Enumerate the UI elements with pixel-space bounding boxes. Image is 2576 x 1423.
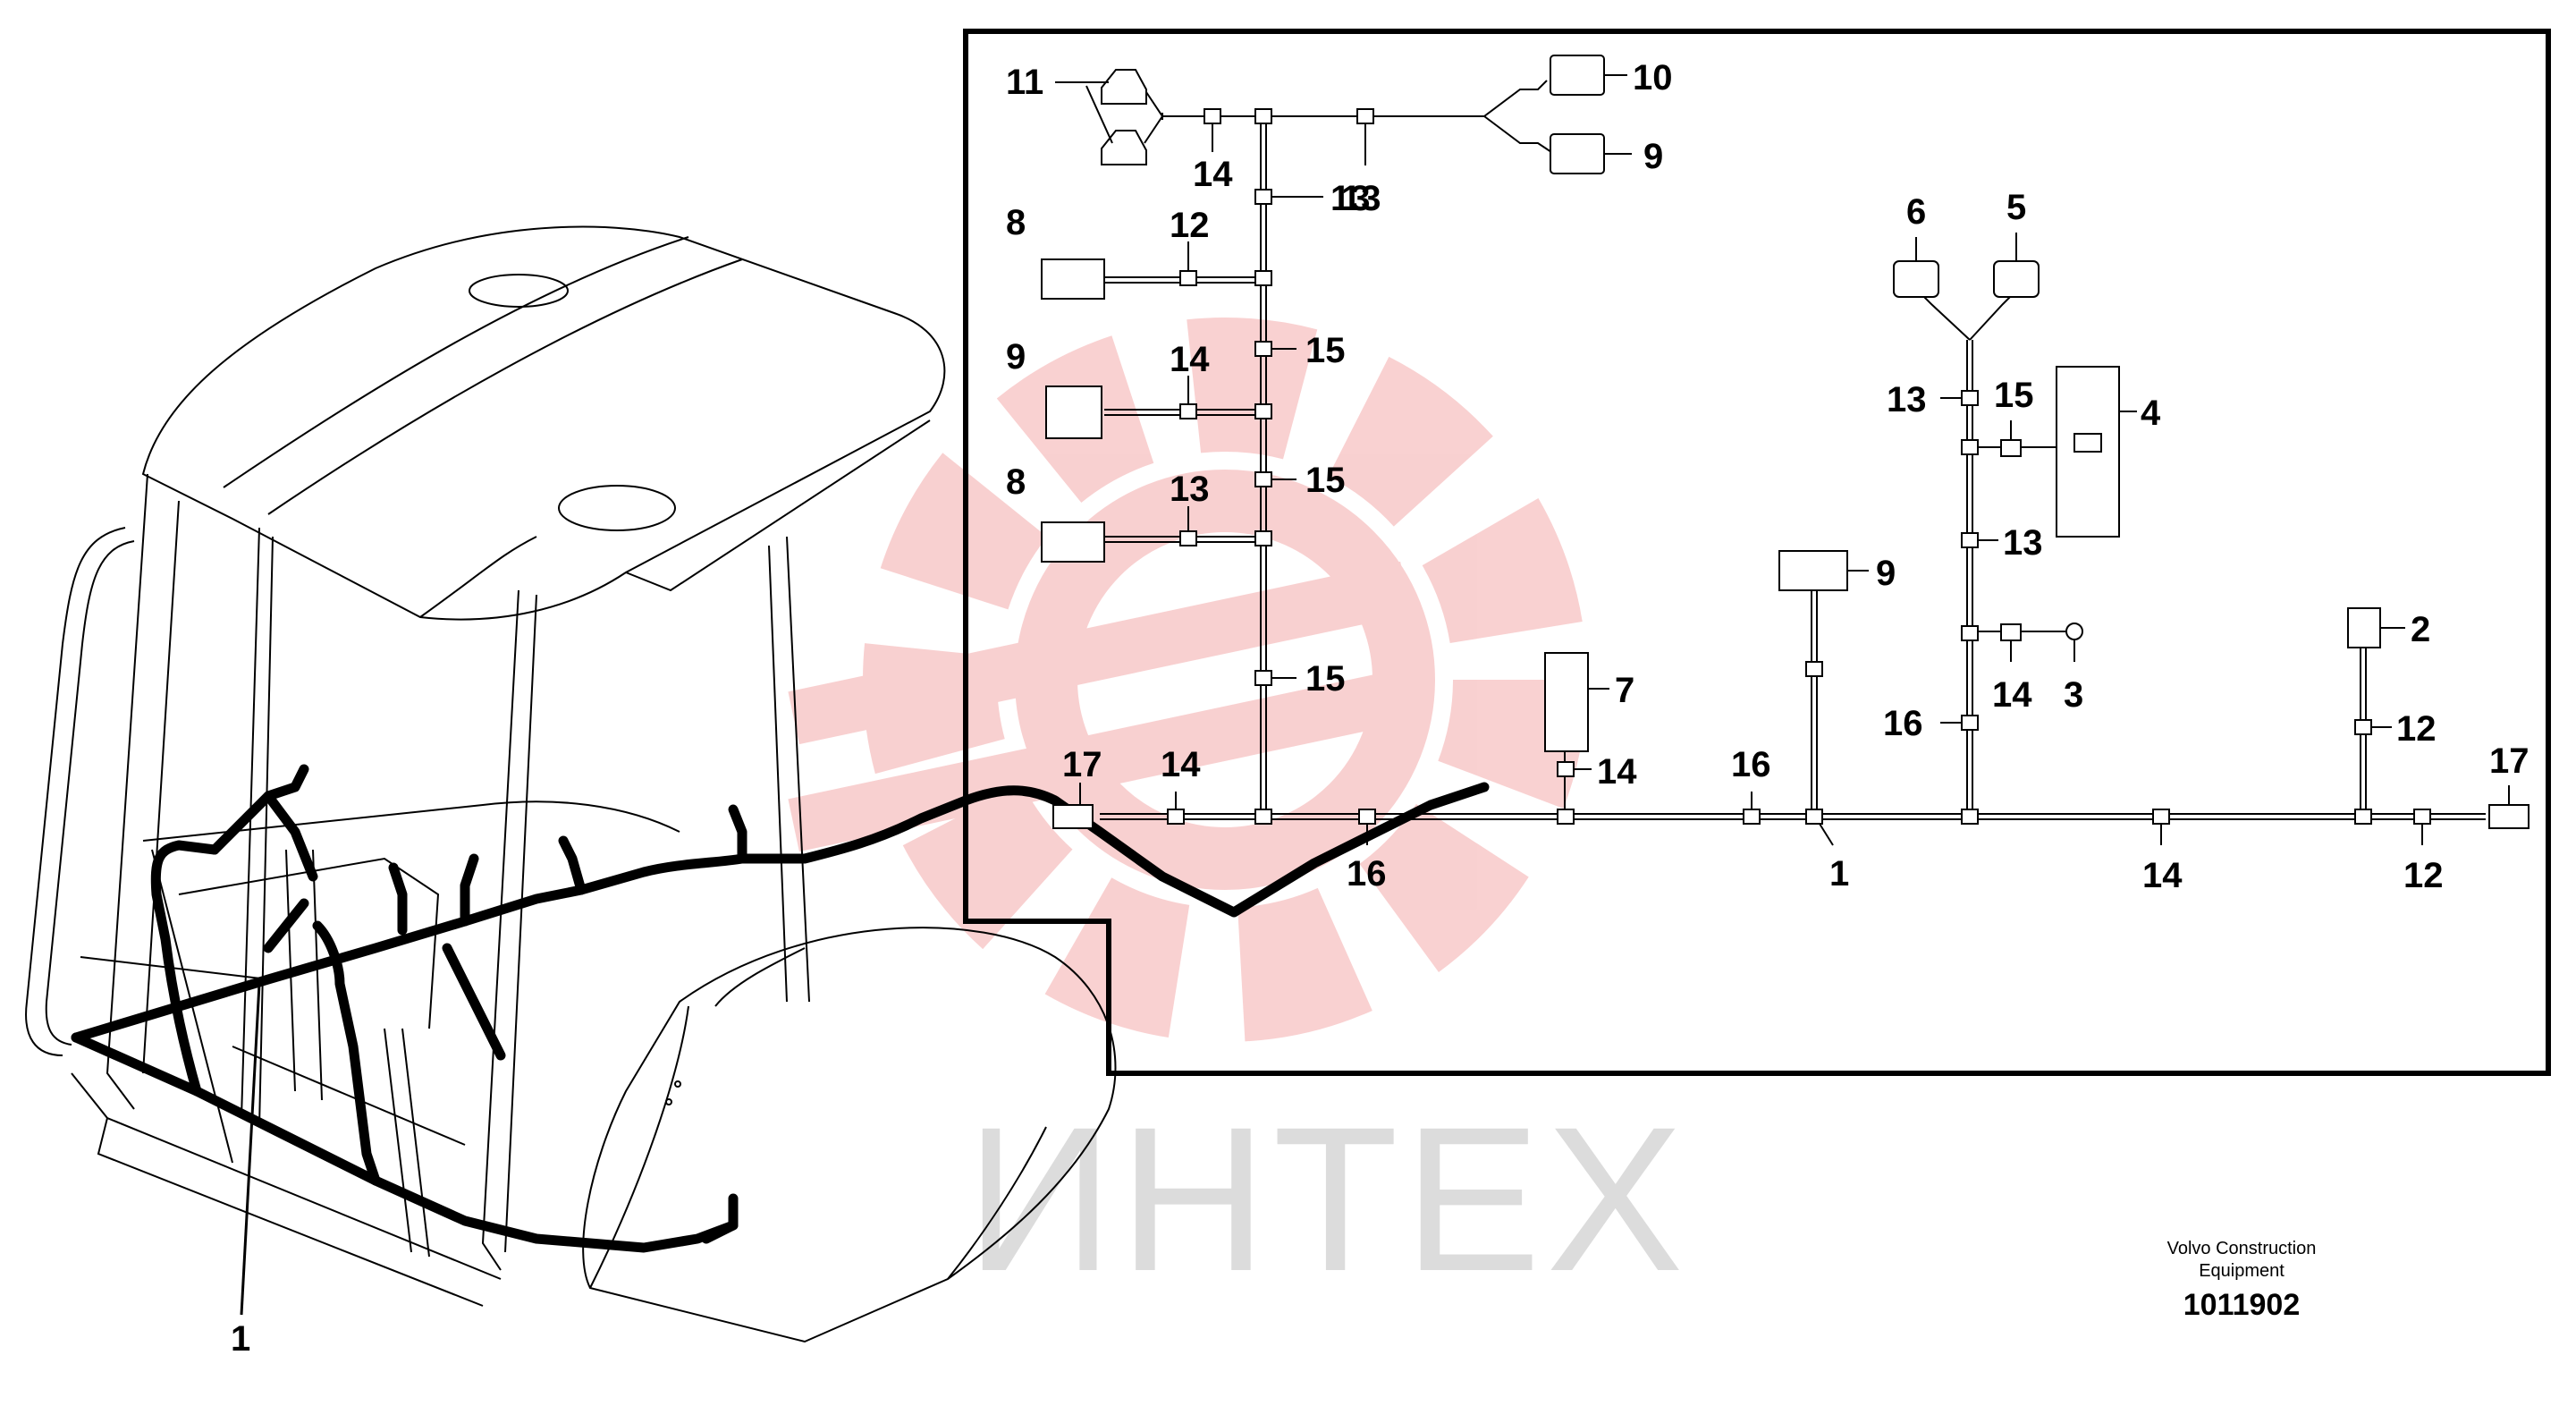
callout-12-b: 12 bbox=[2396, 709, 2437, 749]
harness-connectors bbox=[1041, 55, 2530, 829]
callout-2: 2 bbox=[2411, 610, 2430, 649]
callout-16: 16 bbox=[1347, 854, 1387, 894]
callout-14: 14 bbox=[1193, 155, 1233, 194]
callout-11: 11 bbox=[1006, 63, 1043, 102]
callout-16-b: 16 bbox=[1731, 745, 1771, 784]
callout-13-c: 13 bbox=[1170, 470, 1210, 509]
callout-14-f: 14 bbox=[2142, 856, 2183, 895]
callout-14-d: 14 bbox=[1597, 752, 1637, 792]
callout-13-d: 13 bbox=[1887, 380, 1927, 419]
callout-13: 13 bbox=[1341, 179, 1381, 218]
callout-7: 7 bbox=[1615, 671, 1634, 710]
callout-17-b: 17 bbox=[2489, 741, 2530, 781]
callout-5: 5 bbox=[2006, 188, 2026, 227]
detail-frame bbox=[963, 29, 2551, 1076]
callout-10: 10 bbox=[1633, 58, 1673, 97]
manufacturer-name: Volvo Construction Equipment bbox=[2166, 1239, 2317, 1281]
watermark-text: ИНТЕХ bbox=[966, 1084, 1689, 1314]
callout-13-e: 13 bbox=[2003, 523, 2043, 563]
harness-schematic bbox=[1100, 80, 2486, 820]
callout-label: 1 bbox=[231, 1319, 250, 1359]
callout-leaders bbox=[1055, 74, 2510, 846]
callout-16-c: 16 bbox=[1883, 704, 1923, 743]
callout-15-b: 15 bbox=[1305, 461, 1346, 500]
callout-9: 9 bbox=[1643, 137, 1663, 176]
callout-15-d: 15 bbox=[1994, 376, 2034, 415]
drawing-number: 1011902 bbox=[2183, 1288, 2301, 1322]
callout-12-c: 12 bbox=[2403, 856, 2444, 895]
callout-14-c: 14 bbox=[1161, 745, 1201, 784]
callout-8: 8 bbox=[1006, 203, 1026, 242]
callout-9-c: 9 bbox=[1876, 554, 1896, 593]
callout-9-b: 9 bbox=[1006, 337, 1026, 377]
callout-17: 17 bbox=[1062, 745, 1102, 784]
callout-14-e: 14 bbox=[1992, 675, 2032, 715]
callout-15-c: 15 bbox=[1305, 659, 1346, 699]
cab-wiring-harness bbox=[71, 764, 1490, 1253]
callout-13-b: 13 bbox=[1330, 179, 1371, 218]
callout-numbers: 11 14 13 10 9 13 8 12 15 9 14 8 13 15 15… bbox=[1006, 58, 2530, 895]
cab-drawing bbox=[25, 225, 1117, 1343]
callout-leader bbox=[240, 983, 261, 1316]
callout-1: 1 bbox=[1829, 854, 1849, 894]
watermark-gear-logo bbox=[788, 318, 1587, 1042]
callout-14-b: 14 bbox=[1170, 340, 1210, 379]
callout-15: 15 bbox=[1305, 331, 1346, 370]
callout-6: 6 bbox=[1906, 192, 1926, 232]
callout-12: 12 bbox=[1170, 206, 1210, 245]
callout-8-b: 8 bbox=[1006, 462, 1026, 502]
callout-4: 4 bbox=[2141, 394, 2161, 433]
callout-3: 3 bbox=[2064, 675, 2083, 715]
